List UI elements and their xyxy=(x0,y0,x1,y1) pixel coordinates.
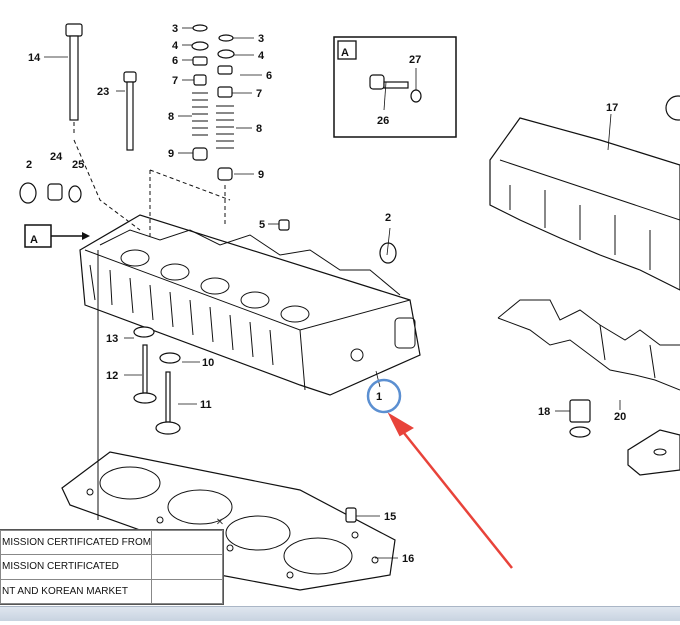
head-gasket xyxy=(61,451,396,591)
leader-lines xyxy=(44,27,621,559)
detail-a-box xyxy=(333,36,457,138)
callout-7a: 7 xyxy=(172,75,178,87)
callout-10: 10 xyxy=(202,357,214,369)
callout-18: 18 xyxy=(538,406,550,418)
valve-spring-stack-right xyxy=(216,34,235,181)
row-value xyxy=(151,529,223,556)
callout-9a: 9 xyxy=(168,148,174,160)
callout-8a: 8 xyxy=(168,111,174,123)
callout-2b: 2 xyxy=(385,212,391,224)
callout-25: 25 xyxy=(72,159,84,171)
callout-17: 17 xyxy=(606,102,618,114)
callout-6b: 6 xyxy=(266,70,272,82)
callout-3a: 3 xyxy=(172,23,178,35)
callout-9b: 9 xyxy=(258,169,264,181)
dowel-15 xyxy=(345,507,357,523)
part-18 xyxy=(569,399,591,438)
row-text: MISSION CERTIFICATED xyxy=(0,554,153,580)
certification-table: MISSION CERTIFICATED FROM MISSION CERTIF… xyxy=(0,529,223,605)
table-row: NT AND KOREAN MARKET xyxy=(0,578,223,605)
bolt-23 xyxy=(123,71,137,151)
callout-7b: 7 xyxy=(256,88,262,100)
valve-seal-10 xyxy=(159,352,181,364)
certification-panel: MISSION CERTIFICATED FROM MISSION CERTIF… xyxy=(0,529,224,605)
callout-11: 11 xyxy=(200,399,212,411)
mount-block xyxy=(627,429,680,476)
callout-1: 1 xyxy=(376,391,382,403)
callout-8b: 8 xyxy=(256,123,262,135)
valve-spring-stack-left xyxy=(191,24,209,161)
callout-4a: 4 xyxy=(172,40,179,52)
table-row: MISSION CERTIFICATED xyxy=(0,554,223,580)
callout-labels: 1 2 2 3 3 4 4 5 6 6 7 7 8 8 9 9 10 11 12… xyxy=(26,23,626,565)
table-row: MISSION CERTIFICATED FROM xyxy=(0,529,223,556)
seal-25 xyxy=(68,185,82,203)
callout-24: 24 xyxy=(50,151,63,163)
valve-seal-13 xyxy=(133,326,155,338)
row-text: NT AND KOREAN MARKET xyxy=(0,578,153,605)
callout-23: 23 xyxy=(97,86,109,98)
callout-16: 16 xyxy=(402,553,414,565)
row-text: MISSION CERTIFICATED FROM xyxy=(0,529,153,556)
plug-24 xyxy=(47,183,63,201)
close-panel-button[interactable]: ✕ xyxy=(215,517,225,528)
detail-a-label: A xyxy=(341,47,349,59)
red-arrow xyxy=(387,412,513,569)
view-marker-a-label: A xyxy=(30,234,38,246)
valve-11 xyxy=(155,371,181,435)
callout-3b: 3 xyxy=(258,33,264,45)
callout-14: 14 xyxy=(28,52,41,64)
callout-20: 20 xyxy=(614,411,626,423)
callout-13: 13 xyxy=(106,333,118,345)
highlight-circle xyxy=(366,378,402,414)
bolt-14 xyxy=(65,23,99,520)
bottom-scrollbar[interactable] xyxy=(0,606,680,621)
callout-15: 15 xyxy=(384,511,396,523)
cover-gasket xyxy=(497,299,680,391)
cylinder-head xyxy=(79,214,421,396)
callout-5: 5 xyxy=(259,219,265,231)
callout-4b: 4 xyxy=(258,50,265,62)
callout-6a: 6 xyxy=(172,55,178,67)
row-value xyxy=(151,578,223,605)
callout-27: 27 xyxy=(409,54,421,66)
valve-cover xyxy=(489,95,680,291)
view-marker-a xyxy=(24,224,90,248)
callout-26: 26 xyxy=(377,115,389,127)
plug-2-left xyxy=(19,182,37,204)
pin-5 xyxy=(278,219,290,231)
callout-2a: 2 xyxy=(26,159,32,171)
row-value xyxy=(151,554,223,580)
callout-12: 12 xyxy=(106,370,118,382)
valve-12 xyxy=(133,344,157,404)
